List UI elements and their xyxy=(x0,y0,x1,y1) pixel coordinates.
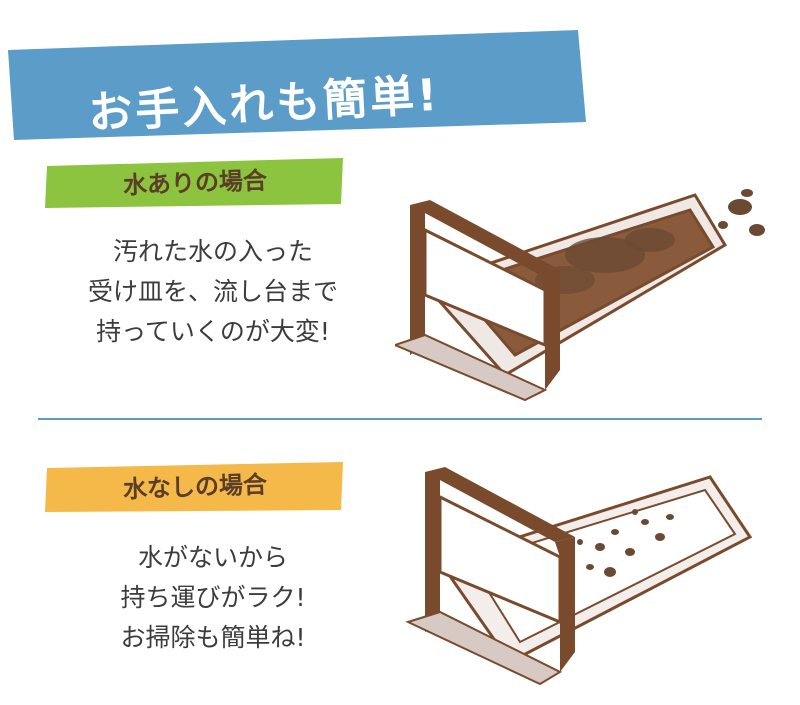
without-water-line-2: 持ち運びがラク! xyxy=(120,583,306,612)
dry-tray-icon xyxy=(405,467,753,686)
without-water-label: 水なしの場合 xyxy=(45,462,345,512)
with-water-line-3: 持っていくのが大変! xyxy=(96,317,330,346)
with-water-description: 汚れた水の入った 受け皿を、流し台まで 持っていくのが大変! xyxy=(48,232,378,352)
without-water-line-3: お掃除も簡単ね! xyxy=(120,623,306,652)
with-water-label-text: 水ありの場合 xyxy=(122,166,268,200)
without-water-label-text: 水なしの場合 xyxy=(122,470,268,504)
header-banner: お手入れも簡単! xyxy=(8,30,588,140)
with-water-label: 水ありの場合 xyxy=(45,158,345,208)
without-water-description: 水がないから 持ち運びがラク! お掃除も簡単ね! xyxy=(48,538,378,658)
with-water-line-1: 汚れた水の入った xyxy=(112,237,313,266)
with-water-line-2: 受け皿を、流し台まで xyxy=(87,277,338,306)
water-tray-icon xyxy=(395,189,765,402)
section-divider xyxy=(38,418,762,420)
without-water-line-1: 水がないから xyxy=(137,543,288,572)
